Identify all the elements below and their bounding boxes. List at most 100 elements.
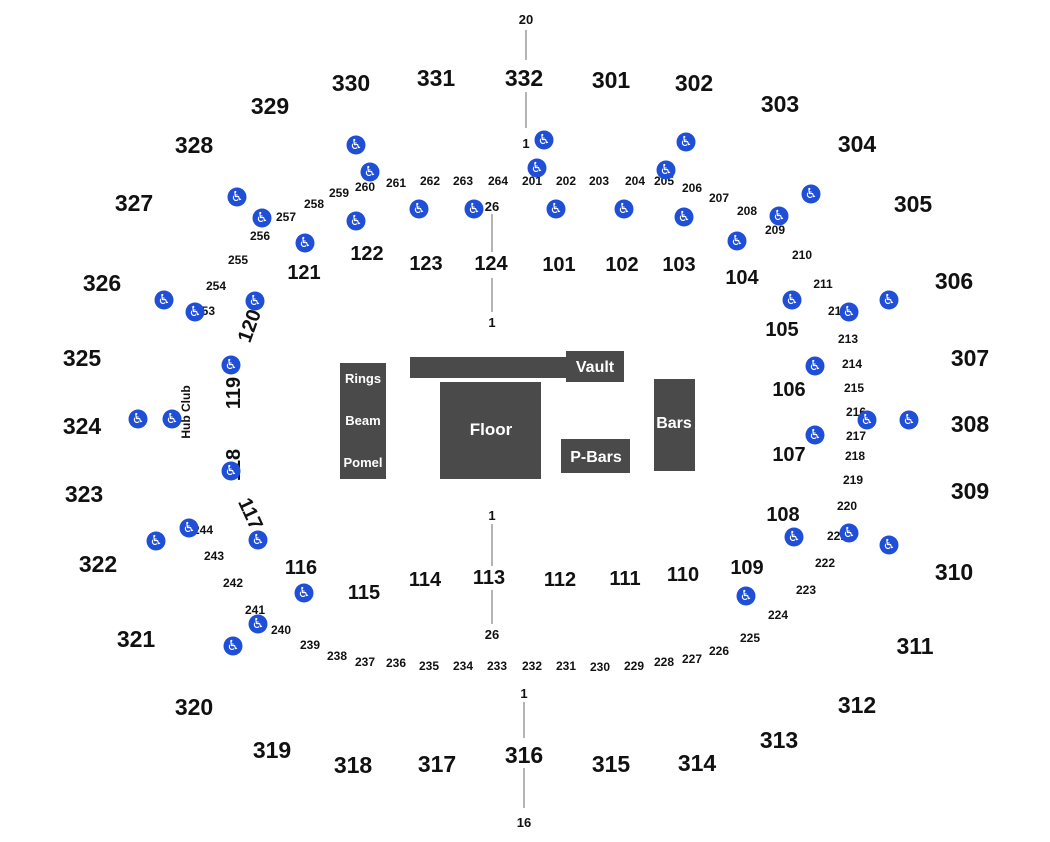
section-203[interactable]: 203 — [589, 174, 609, 188]
section-107[interactable]: 107 — [772, 444, 805, 466]
section-111[interactable]: 111 — [609, 568, 640, 590]
section-325[interactable]: 325 — [63, 345, 102, 371]
section-218[interactable]: 218 — [845, 449, 865, 463]
section-119[interactable]: 119 — [223, 377, 245, 409]
section-230[interactable]: 230 — [590, 660, 610, 674]
section-326[interactable]: 326 — [83, 270, 121, 296]
section-219[interactable]: 219 — [843, 473, 863, 487]
section-204[interactable]: 204 — [625, 174, 645, 188]
section-302[interactable]: 302 — [675, 70, 713, 96]
section-110[interactable]: 110 — [667, 564, 699, 586]
section-120[interactable]: 120 — [234, 307, 266, 346]
section-240[interactable]: 240 — [271, 623, 291, 637]
section-115[interactable]: 115 — [348, 582, 380, 604]
section-121[interactable]: 121 — [287, 262, 320, 284]
section-309[interactable]: 309 — [951, 478, 989, 504]
section-213[interactable]: 213 — [838, 332, 858, 346]
section-319[interactable]: 319 — [253, 737, 291, 763]
section-214[interactable]: 214 — [842, 357, 862, 371]
section-227[interactable]: 227 — [682, 652, 702, 666]
section-101[interactable]: 101 — [542, 254, 575, 276]
section-122[interactable]: 122 — [350, 243, 383, 265]
section-202[interactable]: 202 — [556, 174, 576, 188]
section-117[interactable]: 117 — [233, 495, 267, 534]
section-260[interactable]: 260 — [355, 180, 375, 194]
section-124[interactable]: 124 — [474, 253, 508, 275]
section-232[interactable]: 232 — [522, 659, 542, 673]
section-262[interactable]: 262 — [420, 174, 440, 188]
section-318[interactable]: 318 — [334, 752, 373, 778]
section-236[interactable]: 236 — [386, 656, 406, 670]
section-224[interactable]: 224 — [768, 608, 788, 622]
section-207[interactable]: 207 — [709, 191, 729, 205]
section-322[interactable]: 322 — [79, 551, 117, 577]
section-233[interactable]: 233 — [487, 659, 507, 673]
section-307[interactable]: 307 — [951, 345, 989, 371]
section-209[interactable]: 209 — [765, 223, 785, 237]
section-258[interactable]: 258 — [304, 197, 324, 211]
section-263[interactable]: 263 — [453, 174, 473, 188]
section-229[interactable]: 229 — [624, 659, 644, 673]
section-103[interactable]: 103 — [662, 254, 695, 276]
section-255[interactable]: 255 — [228, 253, 248, 267]
section-311[interactable]: 311 — [896, 633, 933, 659]
section-228[interactable]: 228 — [654, 655, 674, 669]
section-226[interactable]: 226 — [709, 644, 729, 658]
section-222[interactable]: 222 — [815, 556, 835, 570]
section-208[interactable]: 208 — [737, 204, 757, 218]
section-235[interactable]: 235 — [419, 659, 439, 673]
section-332[interactable]: 332 — [505, 65, 543, 91]
section-217[interactable]: 217 — [846, 429, 866, 443]
section-112[interactable]: 112 — [544, 569, 576, 591]
section-211[interactable]: 211 — [813, 277, 833, 291]
section-237[interactable]: 237 — [355, 655, 375, 669]
section-254[interactable]: 254 — [206, 279, 226, 293]
section-201[interactable]: 201 — [522, 174, 542, 188]
section-261[interactable]: 261 — [386, 176, 406, 190]
section-321[interactable]: 321 — [117, 626, 156, 652]
section-324[interactable]: 324 — [63, 413, 102, 439]
section-312[interactable]: 312 — [838, 692, 876, 718]
section-210[interactable]: 210 — [792, 248, 812, 262]
section-238[interactable]: 238 — [327, 649, 347, 663]
section-320[interactable]: 320 — [175, 694, 213, 720]
section-314[interactable]: 314 — [678, 750, 717, 776]
section-317[interactable]: 317 — [418, 751, 456, 777]
section-242[interactable]: 242 — [223, 576, 243, 590]
section-306[interactable]: 306 — [935, 268, 973, 294]
section-223[interactable]: 223 — [796, 583, 816, 597]
section-259[interactable]: 259 — [329, 186, 349, 200]
section-328[interactable]: 328 — [175, 132, 214, 158]
section-215[interactable]: 215 — [844, 381, 864, 395]
section-323[interactable]: 323 — [65, 481, 103, 507]
section-301[interactable]: 301 — [592, 67, 631, 93]
section-256[interactable]: 256 — [250, 229, 270, 243]
section-315[interactable]: 315 — [592, 751, 631, 777]
section-331[interactable]: 331 — [417, 65, 456, 91]
section-123[interactable]: 123 — [409, 253, 442, 275]
section-305[interactable]: 305 — [894, 191, 933, 217]
section-303[interactable]: 303 — [761, 91, 799, 117]
section-225[interactable]: 225 — [740, 631, 760, 645]
section-330[interactable]: 330 — [332, 70, 370, 96]
section-109[interactable]: 109 — [730, 557, 763, 579]
section-114[interactable]: 114 — [409, 569, 442, 591]
section-206[interactable]: 206 — [682, 181, 702, 195]
section-108[interactable]: 108 — [766, 504, 799, 526]
section-316[interactable]: 316 — [505, 742, 543, 768]
section-231[interactable]: 231 — [556, 659, 576, 673]
section-308[interactable]: 308 — [951, 411, 990, 437]
section-220[interactable]: 220 — [837, 499, 857, 513]
section-234[interactable]: 234 — [453, 659, 473, 673]
section-327[interactable]: 327 — [115, 190, 153, 216]
section-264[interactable]: 264 — [488, 174, 508, 188]
section-239[interactable]: 239 — [300, 638, 320, 652]
section-241[interactable]: 241 — [245, 603, 265, 617]
section-310[interactable]: 310 — [935, 559, 973, 585]
section-104[interactable]: 104 — [725, 267, 759, 289]
section-313[interactable]: 313 — [760, 727, 798, 753]
section-257[interactable]: 257 — [276, 210, 296, 224]
section-105[interactable]: 105 — [765, 319, 798, 341]
section-116[interactable]: 116 — [285, 557, 317, 579]
section-329[interactable]: 329 — [251, 93, 289, 119]
